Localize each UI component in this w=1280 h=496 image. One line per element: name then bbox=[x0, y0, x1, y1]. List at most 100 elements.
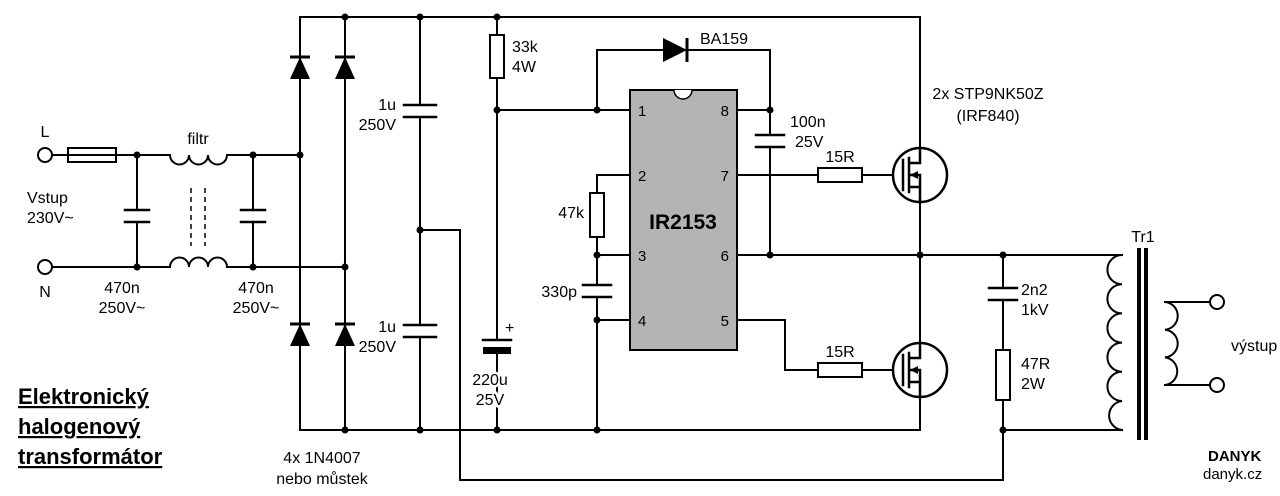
resistor-15r-top bbox=[817, 167, 863, 183]
junction-dot bbox=[416, 226, 424, 234]
label-tr1: Tr1 bbox=[1131, 229, 1155, 246]
capacitor-plates bbox=[123, 103, 1019, 342]
junction-dot bbox=[766, 106, 774, 114]
divider-capacitors: 1u 250V 1u 250V bbox=[359, 97, 397, 356]
ic-pin-8: 8 bbox=[721, 103, 729, 120]
ic-pin-6: 6 bbox=[721, 248, 729, 265]
label-1kv: 1kV bbox=[1021, 302, 1049, 319]
junction-dot bbox=[593, 316, 601, 324]
junction-dot bbox=[341, 13, 349, 21]
diode-4 bbox=[335, 324, 355, 346]
junction-dot bbox=[593, 251, 601, 259]
label-2n2: 2n2 bbox=[1021, 282, 1048, 299]
label-220u-voltage: 25V bbox=[476, 392, 505, 409]
bridge-rectifier: 4x 1N4007 nebo můstek bbox=[276, 55, 369, 488]
label-rectifier-1: 4x 1N4007 bbox=[283, 450, 360, 467]
ic-pin-7: 7 bbox=[721, 168, 729, 185]
label-15r-bottom: 15R bbox=[825, 344, 854, 361]
label-captop-voltage: 250V bbox=[359, 117, 397, 134]
choke-winding-top bbox=[168, 153, 229, 166]
label-cap2-voltage: 250V~ bbox=[233, 300, 280, 317]
label-capbot-value: 1u bbox=[378, 319, 396, 336]
snubber-network: 2n2 1kV 47R 2W bbox=[995, 282, 1050, 401]
page-title-line3: transformátor bbox=[18, 444, 163, 469]
transformer-core bbox=[1137, 248, 1148, 440]
circuit-wiring bbox=[51, 16, 1211, 481]
ic-notch bbox=[673, 89, 693, 100]
junction-dot bbox=[766, 251, 774, 259]
label-47k: 47k bbox=[558, 205, 585, 222]
label-ba159: BA159 bbox=[700, 31, 748, 48]
ic-pin-2: 2 bbox=[638, 168, 646, 185]
terminal-n bbox=[37, 259, 53, 275]
output-terminal-bottom bbox=[1209, 377, 1225, 393]
mosfet-bottom-symbol bbox=[901, 341, 922, 399]
diode-3 bbox=[290, 324, 310, 346]
label-terminal-n: N bbox=[39, 284, 51, 301]
label-330p: 330p bbox=[541, 284, 577, 301]
junction-dot bbox=[249, 263, 257, 271]
bootstrap-network: BA159 100n 25V bbox=[663, 31, 826, 151]
mosfet-top-arrow bbox=[910, 171, 918, 179]
ic-part-number: IR2153 bbox=[649, 211, 717, 234]
label-plus: + bbox=[505, 320, 514, 337]
label-4w: 4W bbox=[512, 59, 537, 76]
title-block: Elektronický halogenový transformátor bbox=[18, 384, 163, 469]
junction-dot bbox=[416, 13, 424, 21]
ic-pin-3: 3 bbox=[638, 248, 646, 265]
junction-dot bbox=[493, 106, 501, 114]
junction-dots bbox=[133, 13, 1007, 434]
choke-core bbox=[190, 188, 206, 246]
cap-220u-negative-plate bbox=[483, 347, 511, 354]
fuse bbox=[67, 147, 117, 163]
resistor-47r bbox=[995, 349, 1011, 401]
ic-ir2153: IR2153 1 2 3 4 8 7 6 5 bbox=[629, 89, 738, 351]
transformer-primary-winding bbox=[1106, 253, 1124, 432]
junction-dot bbox=[133, 263, 141, 271]
label-rectifier-2: nebo můstek bbox=[276, 470, 369, 488]
label-captop-value: 1u bbox=[378, 97, 396, 114]
ic-body bbox=[629, 89, 738, 351]
junction-dot bbox=[593, 426, 601, 434]
label-source-2: 230V~ bbox=[27, 210, 74, 227]
label-220u: 220u bbox=[472, 372, 508, 389]
junction-dot bbox=[341, 263, 349, 271]
credit-website: danyk.cz bbox=[1203, 466, 1262, 483]
label-cap2-value: 470n bbox=[238, 280, 274, 297]
mains-input: L N Vstup 230V~ 470n 250V~ 470n 250V~ bbox=[27, 124, 279, 317]
output-transformer: Tr1 výstup bbox=[1106, 229, 1277, 440]
junction-dot bbox=[593, 106, 601, 114]
junction-dot bbox=[341, 426, 349, 434]
credit: DANYK danyk.cz bbox=[1203, 448, 1262, 483]
label-terminal-l: L bbox=[41, 124, 50, 141]
gate-resistors: 15R 15R bbox=[817, 149, 863, 378]
diode-2 bbox=[335, 57, 355, 79]
vcc-supply: 33k 4W + 220u 25V bbox=[470, 34, 539, 412]
label-vystup: výstup bbox=[1231, 338, 1277, 355]
label-47r: 47R bbox=[1021, 356, 1050, 373]
mosfet-top-symbol bbox=[901, 146, 922, 204]
junction-dot bbox=[493, 426, 501, 434]
ic-pin-1: 1 bbox=[638, 103, 646, 120]
mosfet-bottom-arrow bbox=[910, 366, 918, 374]
output-terminal-top bbox=[1209, 294, 1225, 310]
page-title-line2: halogenový bbox=[18, 414, 141, 439]
label-33k: 33k bbox=[512, 39, 539, 56]
junction-dot bbox=[999, 251, 1007, 259]
junction-dot bbox=[133, 151, 141, 159]
label-15r-top: 15R bbox=[825, 149, 854, 166]
transformer-secondary-winding bbox=[1163, 300, 1179, 387]
ic-pin-5: 5 bbox=[721, 313, 729, 330]
label-cap1-value: 470n bbox=[104, 280, 140, 297]
page-title-line1: Elektronický bbox=[18, 384, 150, 409]
terminal-l bbox=[37, 147, 53, 163]
diode-1 bbox=[290, 57, 310, 79]
diode-ba159 bbox=[663, 38, 687, 62]
junction-dot bbox=[493, 13, 501, 21]
emi-filter: filtr bbox=[168, 131, 229, 269]
junction-dot bbox=[249, 151, 257, 159]
label-100n: 100n bbox=[790, 114, 826, 131]
label-cap1-voltage: 250V~ bbox=[99, 300, 146, 317]
